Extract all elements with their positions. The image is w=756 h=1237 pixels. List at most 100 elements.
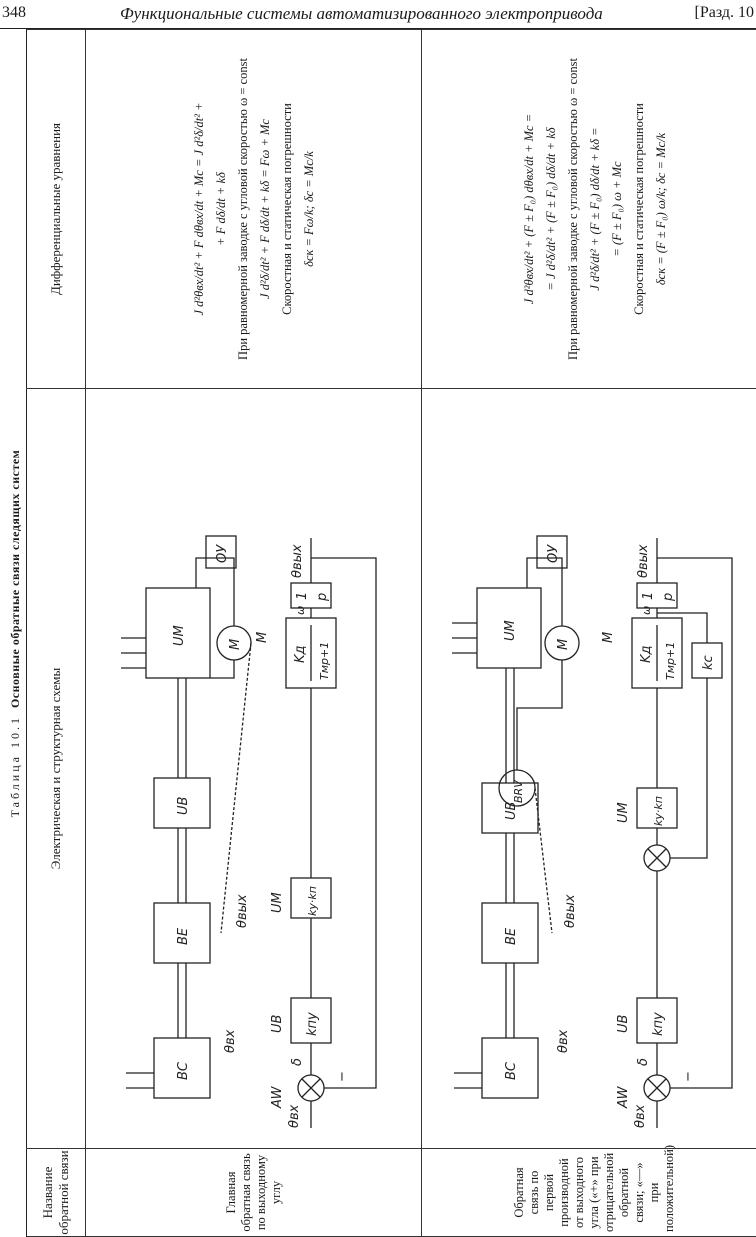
bd-theta-in: θвх <box>633 1104 648 1128</box>
bc-label: BC <box>176 1061 191 1080</box>
delta-label: δ <box>290 1058 305 1066</box>
schema-diagram-2: BC BE UB UM BRV M <box>452 535 733 1128</box>
connection-wires <box>177 678 187 1038</box>
ky-kp-block <box>636 787 678 829</box>
page-number: 348 <box>2 4 26 21</box>
load-block <box>205 535 237 569</box>
equation: = (F ± F₀) ω + Mс <box>609 161 624 257</box>
equations-cell: J d²θвх/dt² + F dθвх/dt + Mс = J d²δ/dt²… <box>85 29 422 389</box>
column-header: Электрическая и структурная схемы <box>26 388 86 1149</box>
tm-label: Tмp+1 <box>318 642 331 680</box>
um-group-label: UM <box>270 892 285 913</box>
integrator-den: p <box>661 593 676 602</box>
column-header: Дифференциальные уравнения <box>26 29 86 389</box>
equation: J d²δ/dt² + (F ± F₀) dδ/dt + kδ = <box>587 127 602 291</box>
electrical-scheme: BC BE UB UM M ОУ <box>121 535 252 1099</box>
ub-block <box>153 777 211 829</box>
aw-label: AW <box>270 1085 285 1109</box>
feedback-name: Главная обратная связь по выходному углу <box>85 1148 422 1237</box>
bd-theta-in: θвх <box>287 1104 302 1128</box>
motor-label: M <box>556 639 571 650</box>
omega-label: ω <box>294 606 307 615</box>
load-label: ОУ <box>215 544 230 563</box>
kc-label: kс <box>701 655 716 670</box>
equation: + F dδ/dt + kδ <box>213 172 228 246</box>
feedback-name: Обратная связь по первой производной от … <box>421 1145 756 1237</box>
kc-block <box>691 642 723 679</box>
theta-out-label: θвых <box>563 894 578 928</box>
motor-label: M <box>228 639 243 650</box>
equation-note: Скоростная и статическая погрешности <box>631 103 646 315</box>
omega-label: ω <box>640 606 653 615</box>
k-pu-label: kпу <box>651 1012 666 1036</box>
ub-label: UB <box>504 801 519 820</box>
ub-group-label: UB <box>270 1014 285 1033</box>
block-diagram: kпу kу·kп Kд Tмp+1 1 p θвх AW δ UB <box>255 538 377 1128</box>
schema-cell: BC BE UB UM M ОУ <box>85 388 422 1149</box>
rotated-table-container: Таблица 10.1 Основные обратные связи сле… <box>4 29 756 1237</box>
load-block <box>536 535 568 569</box>
equation: J d²δ/dt² + F dδ/dt + kδ = Fω + Mс <box>257 119 272 299</box>
ub-group-label: UB <box>616 1014 631 1033</box>
equation: J d²θвх/dt² + F dθвх/dt + Mс = J d²δ/dt²… <box>191 102 206 316</box>
equation: J d²θвх/dt² + (F ± F₀) dθвх/dt + Mс = <box>521 113 536 305</box>
ub-block <box>481 782 539 834</box>
motor-wires <box>516 557 563 770</box>
integrator-num: 1 <box>295 592 310 600</box>
load-label: ОУ <box>546 544 561 563</box>
caption-text: Основные обратные связи следящих систем <box>8 449 22 709</box>
um-block <box>476 587 542 669</box>
electrical-scheme: BC BE UB UM BRV M <box>452 535 580 1099</box>
shaft-line <box>534 787 553 934</box>
bc-block <box>153 1037 211 1099</box>
k-pu-block <box>636 997 678 1044</box>
m-group-label: M <box>255 632 270 643</box>
be-label: BE <box>176 927 191 945</box>
be-label: BE <box>504 927 519 945</box>
be-block <box>481 902 539 964</box>
ky-kp-label: kу·kп <box>306 886 319 916</box>
be-block <box>153 902 211 964</box>
motor-transfer-block <box>285 617 337 689</box>
ky-kp-block <box>290 877 332 919</box>
tm-label: Tмp+1 <box>664 642 677 680</box>
schema-diagram-1: BC BE UB UM M ОУ <box>121 535 377 1128</box>
summing-cross-2 <box>647 848 667 868</box>
running-header: 348 Функциональные системы автоматизиров… <box>0 0 756 29</box>
shaft-line <box>220 642 252 934</box>
integrator-block <box>290 582 332 609</box>
ky-kp-label: kу·kп <box>652 796 665 826</box>
schema-cell: BC BE UB UM BRV M <box>421 388 756 1149</box>
bc-block <box>481 1037 539 1099</box>
theta-out-label: θвых <box>235 894 250 928</box>
supply-leads <box>452 622 482 1089</box>
motor-wires <box>195 557 235 679</box>
bd-theta-out: θвых <box>290 544 305 578</box>
minus-sign: − <box>681 1071 696 1082</box>
connection-wires <box>505 668 515 1038</box>
summing-cross <box>647 1078 667 1098</box>
minus-sign: − <box>335 1071 350 1082</box>
delta-label: δ <box>636 1058 651 1066</box>
brv-label: BRV <box>512 779 525 803</box>
caption-prefix: Таблица 10.1 <box>8 715 22 818</box>
block-diagram: kпу kу·kп kс Kд Tмp+1 1 p θвх AW <box>601 538 733 1128</box>
feedback-table: Название обратной связи Электрическая и … <box>26 29 756 1237</box>
section-label: [Разд. 10 <box>694 4 755 21</box>
bd-theta-out: θвых <box>636 544 651 578</box>
equation-note: Скоростная и статическая погрешности <box>279 103 294 315</box>
equation-note: При равномерной заводке с угловой скорос… <box>565 58 580 360</box>
table-caption: Таблица 10.1 Основные обратные связи сле… <box>4 30 26 1237</box>
theta-in-label: θвх <box>556 1029 571 1053</box>
bc-label: BC <box>504 1061 519 1080</box>
table-row: Обратная связь по первой производной от … <box>421 29 756 1237</box>
ub-label: UB <box>176 796 191 815</box>
m-group-label: M <box>601 632 616 643</box>
k-pu-label: kпу <box>305 1012 320 1036</box>
equation-note: При равномерной заводке с угловой скорос… <box>235 58 250 360</box>
running-title: Функциональные системы автоматизированно… <box>120 4 603 23</box>
table-row: Главная обратная связь по выходному углу… <box>85 29 422 1237</box>
summing-cross <box>301 1078 321 1098</box>
k-pu-block <box>290 997 332 1044</box>
integrator-num: 1 <box>641 592 656 600</box>
